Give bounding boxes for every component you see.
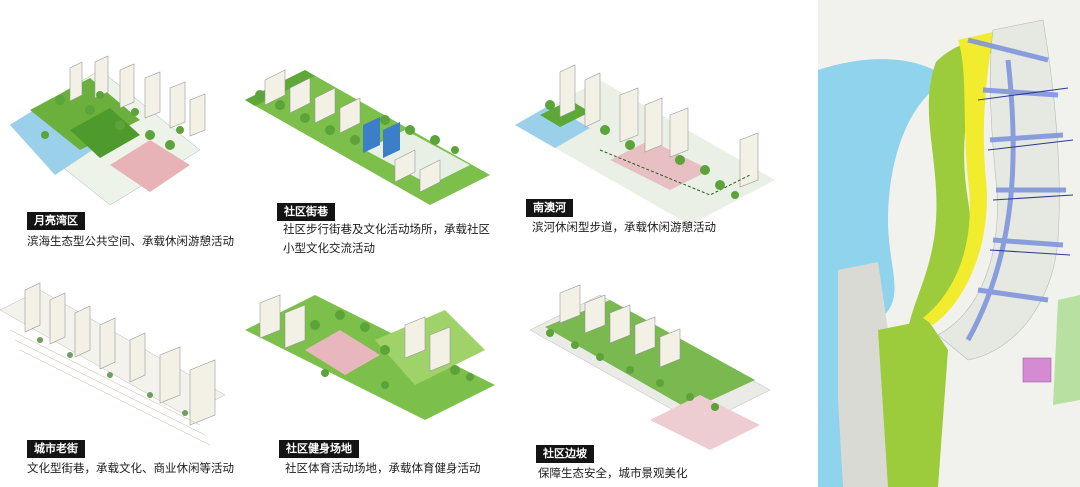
community-lane-illustration [245,69,490,205]
nanao-river-description: 滨河休闲型步道，承载休闲游憩活动 [532,220,716,234]
panel-community-slope: 社区边坡 保障生态安全，城市景观美化 [510,255,800,487]
old-street-illustration [0,282,226,446]
community-lane-description: 社区步行街巷及文化活动场所，承载社区小型文化交流活动 [283,222,490,255]
panel-old-street: 城市老街 文化型街巷，承载文化、商业休闲等活动 [0,255,245,487]
fitness-ground-illustration [245,294,495,420]
nanao-river-illustration [515,64,775,225]
site-plan-map [818,0,1080,487]
old-street-description: 文化型街巷，承载文化、商业休闲等活动 [27,461,234,475]
fitness-ground-description: 社区体育活动场地，承载体育健身活动 [285,461,481,475]
panel-fitness-ground: 社区健身场地 社区体育活动场地，承载体育健身活动 [245,255,510,487]
moon-bay-illustration [9,55,206,206]
moon-bay-label: 月亮湾区 [27,212,85,230]
panel-nanao-river: 南澳河 滨河休闲型步道，承载休闲游憩活动 [510,0,800,250]
community-slope-label: 社区边坡 [536,445,594,463]
site-plan-graphic [818,0,1080,487]
panel-community-lane: 社区街巷 社区步行街巷及文化活动场所，承载社区小型文化交流活动 [245,0,510,260]
old-street-label: 城市老街 [27,440,85,458]
nanao-river-label: 南澳河 [526,199,573,217]
moon-bay-description: 滨海生态型公共空间、承载休闲游憩活动 [27,234,234,248]
community-slope-illustration [529,284,771,450]
panel-moon-bay: 月亮湾区 滨海生态型公共空间、承载休闲游憩活动 [0,0,245,250]
fitness-ground-label: 社区健身场地 [279,440,359,458]
community-slope-description: 保障生态安全，城市景观美化 [538,466,688,480]
community-lane-label: 社区街巷 [277,203,335,221]
